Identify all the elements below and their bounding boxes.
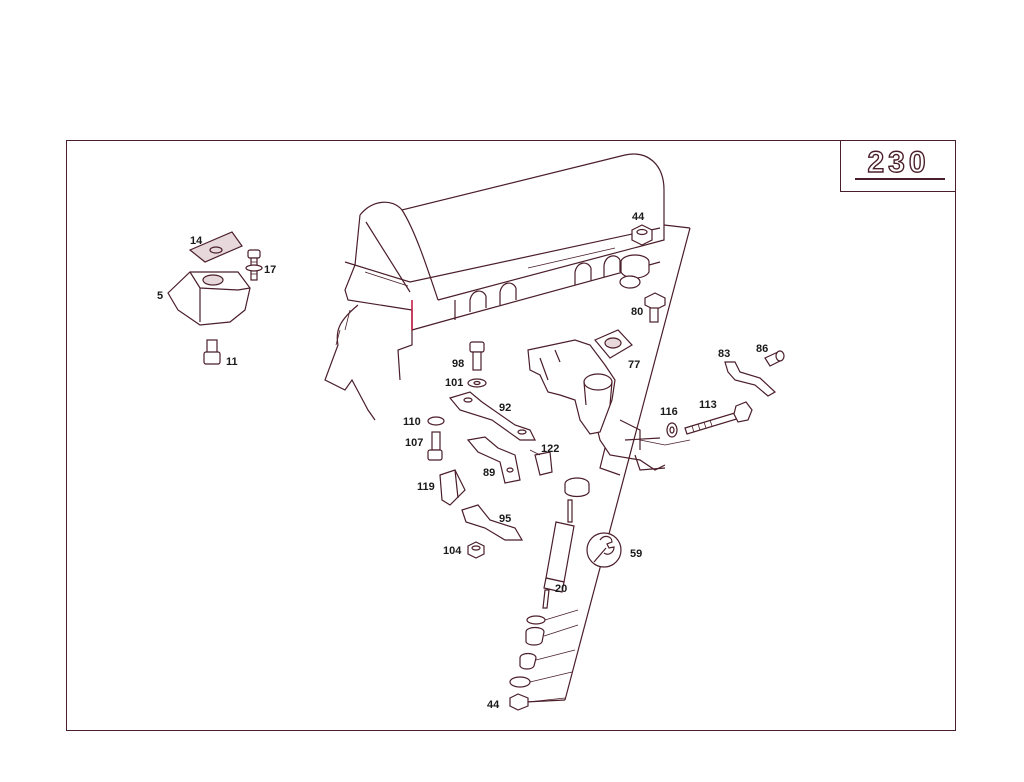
label-98: 98 <box>452 358 464 370</box>
label-11: 11 <box>226 356 238 368</box>
model-badge-text: 230 <box>867 145 930 179</box>
part-80-bolt <box>644 292 666 323</box>
label-5: 5 <box>157 290 163 302</box>
part-labels: 14 17 5 11 44 80 77 98 101 92 110 107 89… <box>157 211 768 711</box>
part-59-wrench-icon <box>586 532 622 568</box>
label-77: 77 <box>628 359 640 371</box>
label-116: 116 <box>660 406 678 418</box>
model-badge-underline <box>855 178 945 180</box>
label-113: 113 <box>699 399 717 411</box>
part-11-bolt <box>203 339 221 365</box>
part-14-cover-plate <box>188 231 243 263</box>
part-116-washer <box>666 422 678 438</box>
part-17-bolt <box>245 249 263 281</box>
part-86-pin <box>764 350 785 367</box>
part-107-bolt <box>427 431 443 461</box>
part-44-top-nut <box>631 224 653 246</box>
part-122-clip <box>529 449 553 476</box>
part-98-bolt <box>469 341 485 371</box>
part-113-long-bolt <box>684 401 753 435</box>
label-101: 101 <box>445 377 463 389</box>
rubber-bushing-upper <box>619 254 650 289</box>
label-110: 110 <box>403 416 421 428</box>
part-110-washer <box>427 416 445 426</box>
part-95-bracket <box>461 504 524 541</box>
label-44-top: 44 <box>632 211 645 223</box>
label-59: 59 <box>630 548 642 560</box>
part-20-shock-absorber <box>542 477 590 609</box>
part-104-nut <box>467 541 485 559</box>
part-119-rubber-block <box>439 469 466 506</box>
model-badge: 230 <box>840 140 956 192</box>
part-92-bracket <box>448 391 536 441</box>
engine-bracket <box>527 339 616 435</box>
part-83-bracket <box>724 361 777 397</box>
label-17: 17 <box>264 264 276 276</box>
label-119: 119 <box>417 481 435 493</box>
part-77-mount-plate <box>594 329 633 359</box>
label-14: 14 <box>190 235 203 247</box>
label-104: 104 <box>443 545 462 557</box>
label-80: 80 <box>631 306 643 318</box>
label-107: 107 <box>405 437 423 449</box>
label-20: 20 <box>555 583 567 595</box>
part-101-washer <box>467 378 487 388</box>
label-89: 89 <box>483 467 495 479</box>
label-44-bottom: 44 <box>487 699 500 711</box>
label-83: 83 <box>718 348 730 360</box>
label-92: 92 <box>499 402 511 414</box>
label-95: 95 <box>499 513 511 525</box>
label-122: 122 <box>541 443 559 455</box>
diagram-frame <box>66 140 956 731</box>
bushing-stack <box>509 609 579 711</box>
part-5-engine-mount <box>167 271 251 326</box>
part-89-bracket <box>466 436 521 484</box>
label-86: 86 <box>756 343 768 355</box>
